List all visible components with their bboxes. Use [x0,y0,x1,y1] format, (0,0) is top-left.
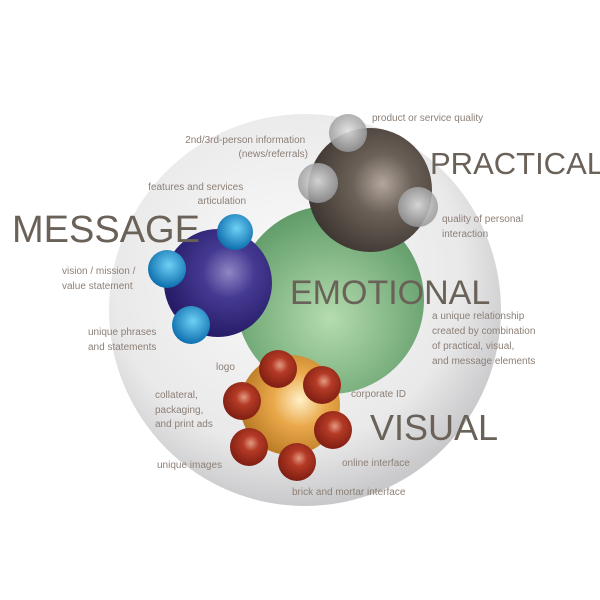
visual-node-logo [259,350,297,388]
label-unique-relationship: a unique relationship created by combina… [432,311,538,367]
label-referrals: 2nd/3rd-person information (news/referra… [185,135,308,160]
label-features: features and services articulation [148,182,246,207]
practical-node-quality [329,114,367,152]
label-unique-images: unique images [157,460,222,471]
label-corporate-id: corporate ID [351,389,406,400]
visual-node-collateral [223,382,261,420]
practical-group [298,114,438,252]
label-vision: vision / mission / value statement [62,266,138,292]
category-practical: PRACTICAL [430,146,600,181]
label-brick-mortar: brick and mortar interface [292,487,406,498]
label-product-quality: product or service quality [372,113,483,124]
visual-group [223,350,352,481]
message-group [148,214,272,344]
category-visual: VISUAL [370,407,498,448]
category-emotional: EMOTIONAL [290,274,490,312]
label-collateral: collateral, packaging, and print ads [155,390,213,430]
practical-sphere [308,128,432,252]
label-logo: logo [216,362,235,373]
label-personal-interaction: quality of personal interaction [442,214,526,240]
emotional-sphere [236,206,424,394]
category-message: MESSAGE [12,209,200,251]
label-online-interface: online interface [342,458,410,469]
visual-node-online [314,411,352,449]
message-node-vision [148,250,186,288]
visual-node-brick [278,443,316,481]
label-unique-phrases: unique phrases and statements [88,327,159,353]
practical-node-referrals [298,163,338,203]
message-node-features [217,214,253,250]
visual-node-corporate-id [303,366,341,404]
practical-node-interaction [398,187,438,227]
message-node-phrases [172,306,210,344]
visual-node-images [230,428,268,466]
